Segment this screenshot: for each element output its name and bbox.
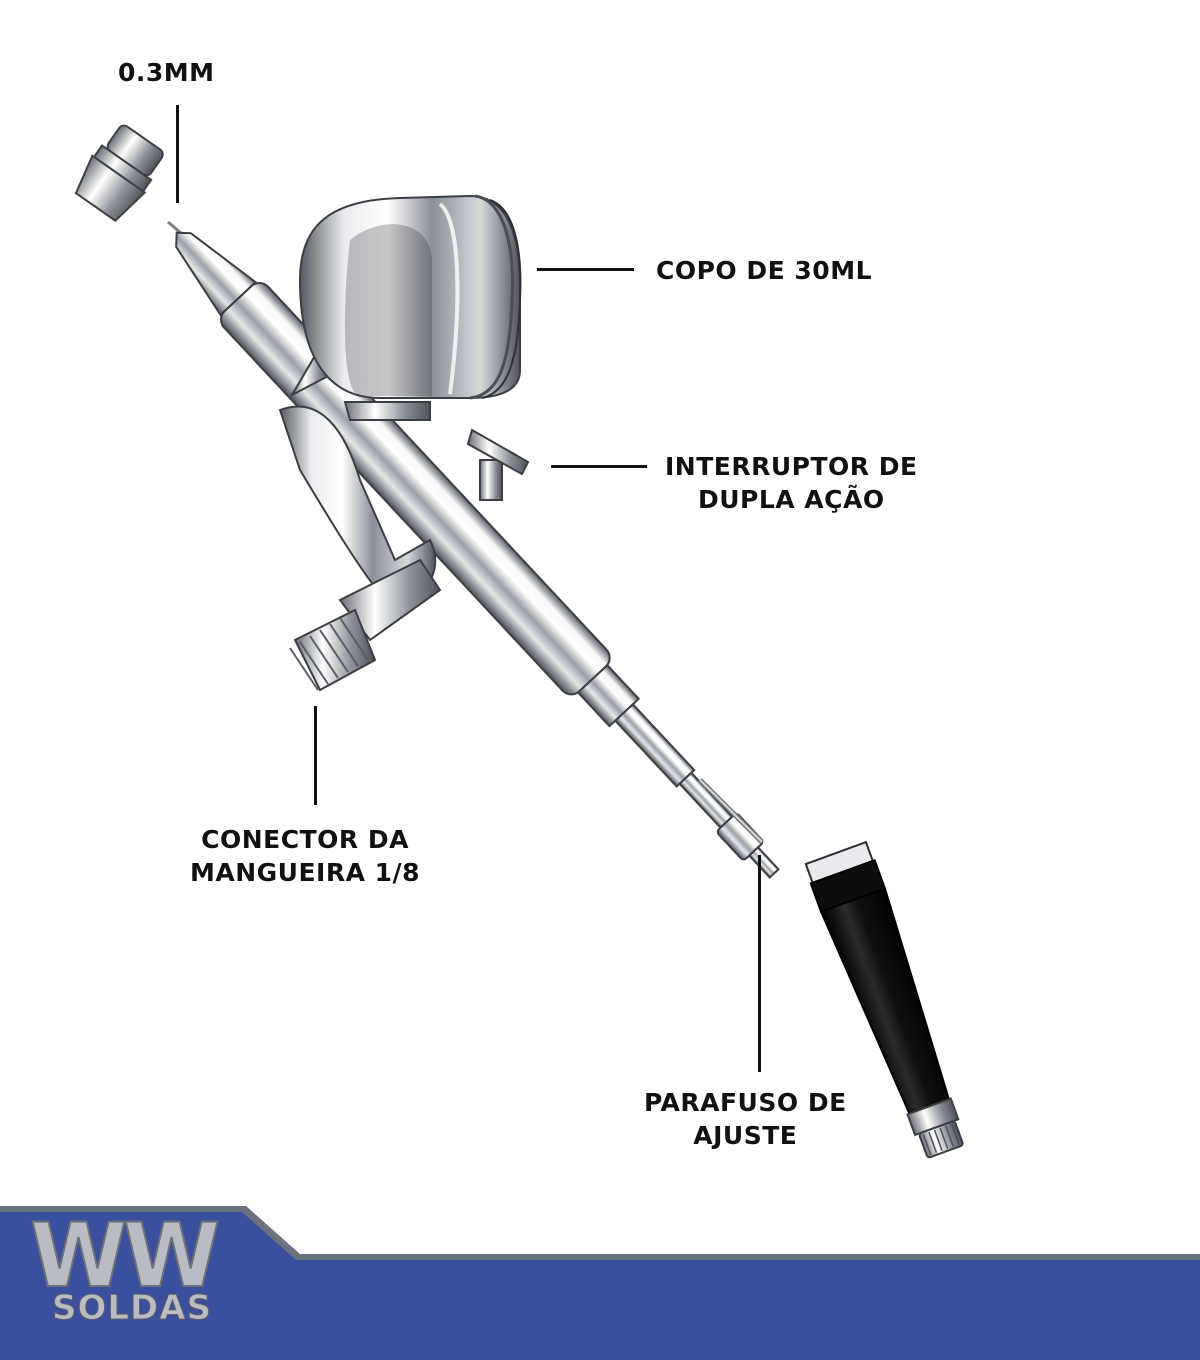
nozzle-label: 0.3MM [118,56,215,89]
hose-label-line-1: CONECTOR DA [201,825,409,854]
nozzle-leader-line [176,105,179,203]
nozzle-cap-graphic [74,124,164,223]
trigger-label-line-1: INTERRUPTOR DE [665,452,918,481]
cup-leader-line [537,268,634,271]
brand-logo-name: SOLDAS [51,1288,213,1329]
screw-leader-line [758,855,761,1072]
trigger-label-line-2: DUPLA AÇÃO [697,485,885,514]
airbrush-body-graphic [175,231,780,879]
trigger-graphic [466,428,530,501]
cup-label-line-1: COPO DE 30ML [656,256,873,285]
hose-label: CONECTOR DA MANGUEIRA 1/8 [190,823,420,889]
cup-label: COPO DE 30ML [656,254,872,287]
hose-leader-line [314,706,317,805]
screw-label-line-2: AJUSTE [693,1121,798,1150]
screw-label: PARAFUSO DE AJUSTE [644,1086,847,1152]
cup-graphic [289,194,522,421]
brand-logo-mark: WW [29,1204,221,1307]
screw-label-line-1: PARAFUSO DE [644,1088,847,1117]
trigger-leader-line [551,465,647,468]
hose-label-line-2: MANGUEIRA 1/8 [190,858,421,887]
nozzle-label-line-1: 0.3MM [118,58,215,87]
grip-graphic [278,405,442,692]
adjustment-handle-graphic [804,840,964,1159]
trigger-label: INTERRUPTOR DE DUPLA AÇÃO [665,450,918,516]
